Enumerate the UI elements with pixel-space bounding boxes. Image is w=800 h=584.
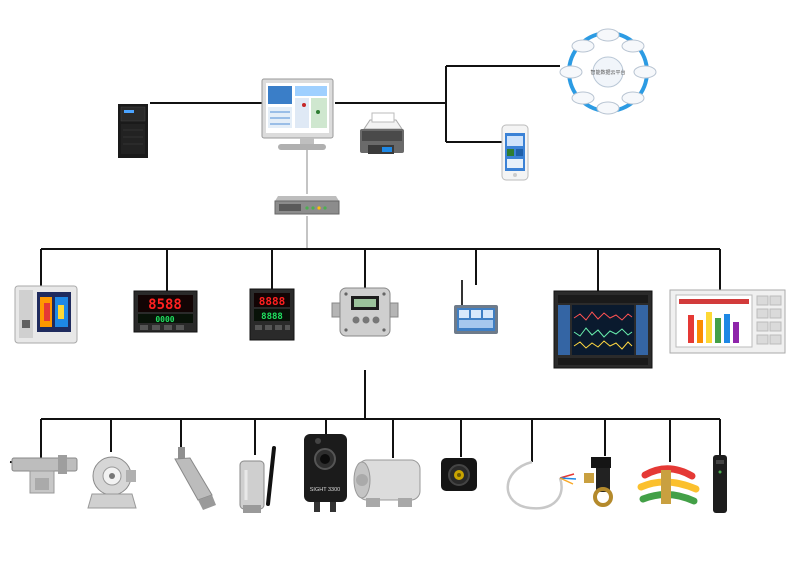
server-tower-icon: [118, 104, 148, 158]
thermal-camera-label: SIGHT 3300: [310, 487, 340, 493]
cloud-platform-icon: 智能数据云平台: [559, 28, 657, 115]
multichannel-recorder-icon: [669, 289, 786, 354]
controller-b-sv-readout: 8888: [261, 312, 283, 322]
sensor-transmitter-icon: [331, 287, 399, 337]
fiber-optic-sensor-icon: [87, 456, 137, 509]
digital-controller-a-icon: 8588 0000: [133, 290, 198, 333]
controller-a-pv-readout: 8588: [148, 297, 182, 313]
wireless-touch-panel-icon: [454, 280, 498, 334]
pressure-probe-icon: [174, 447, 216, 510]
digital-controller-b-icon: 8888 8888: [249, 288, 295, 341]
thermocouple-probe-icon: [506, 460, 577, 510]
cable-clamp-sensors-icon: [637, 465, 700, 505]
thermal-display-panel-icon: [14, 285, 78, 344]
controller-a-sv-readout: 0000: [155, 315, 174, 324]
rack-gateway-icon: [274, 196, 340, 215]
infrared-pyrometer-icon: [9, 455, 78, 494]
controller-b-pv-readout: 8888: [259, 295, 286, 308]
wireless-temperature-transmitter-icon: [239, 446, 276, 513]
explosion-proof-camera-icon: [353, 459, 421, 507]
busbar-temperature-sensor-icon: [584, 457, 613, 507]
data-acquisition-recorder-icon: [553, 290, 653, 369]
printer-icon: [360, 112, 404, 154]
thermal-imaging-module-icon: [441, 458, 477, 491]
infrared-thermal-camera-icon: SIGHT 3300: [304, 434, 347, 512]
connection-lines: [40, 65, 721, 462]
monitor-pc-icon: [261, 78, 334, 150]
rod-wireless-sensor-icon: [713, 455, 727, 513]
smartphone-icon: [501, 124, 529, 181]
cloud-center-label: 智能数据云平台: [590, 69, 625, 76]
